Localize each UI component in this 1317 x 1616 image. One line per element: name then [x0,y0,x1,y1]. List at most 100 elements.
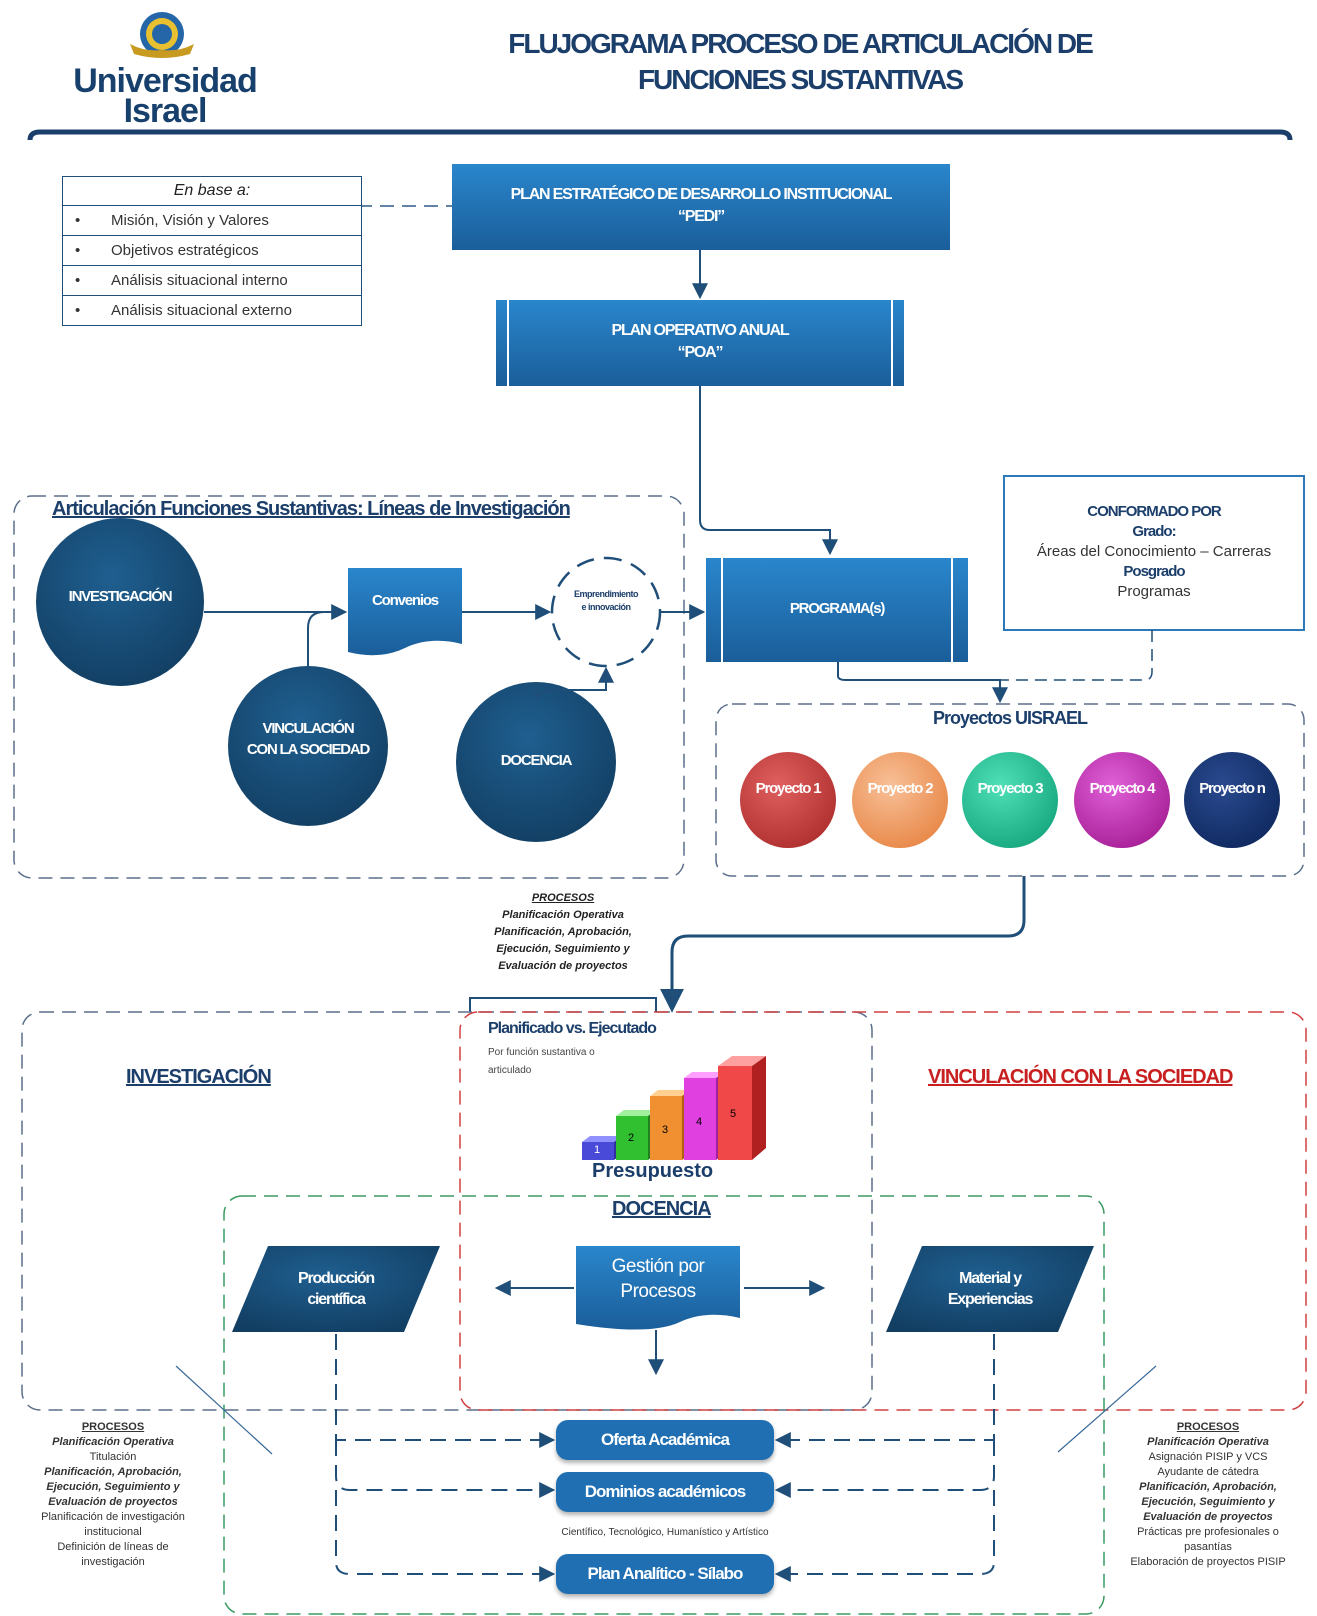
pedi-box[interactable] [452,164,950,250]
step-label-1: 1 [594,1144,601,1156]
base-item: •Análisis situacional externo [75,302,292,319]
procesos-right-l4: Planificación, Aprobación, [1139,1481,1277,1493]
gestion-shape[interactable] [576,1246,740,1330]
conformado-grado: Grado: [1132,523,1176,540]
logo-line-2: Israel [123,92,208,130]
poa-label-2: “POA” [677,344,724,361]
proyecto-n-label: Proyecto n [1199,780,1266,797]
planificado-sub-1: Por función sustantiva o [488,1047,595,1058]
logo-line-1: Universidad [73,62,258,100]
proyecto-1-label: Proyecto 1 [755,780,822,797]
step-label-5: 5 [730,1108,737,1120]
conformado-grado-text: Áreas del Conocimiento – Carreras [1036,543,1272,560]
step-label-2: 2 [628,1132,635,1144]
plan-analitico-button[interactable]: Plan Analítico - Sílabo [556,1554,774,1594]
proyectos-container [715,703,1305,877]
material-label-2: Experiencias [947,1291,1034,1308]
base-item: •Misión, Visión y Valores [63,206,361,236]
procesos-right-l2: Asignación PISIP y VCS [1148,1451,1268,1463]
proyecto-4-label: Proyecto 4 [1089,780,1156,797]
vinculacion-section-title: VINCULACIÓN CON LA SOCIEDAD [928,1066,1233,1088]
proyecto-2-label: Proyecto 2 [867,780,934,797]
material-shape[interactable] [886,1246,1094,1332]
docencia-container [223,1195,1105,1615]
pedi-label-1: PLAN ESTRATÉGICO DE DESARROLLO INSTITUCI… [510,186,893,203]
procesos-center-l1: Planificación Operativa [502,909,624,921]
proyectos-title: Proyectos UISRAEL [932,708,1088,728]
docencia-circle[interactable] [456,682,616,842]
conformado-posgrado-text: Programas [1117,583,1191,600]
presupuesto-chart [582,1056,766,1160]
procesos-left-l5: Evaluación de proyectos [48,1496,178,1508]
investigacion-container [21,1011,873,1411]
docencia-section-title: DOCENCIA [612,1198,712,1220]
gestion-label-2: Procesos [620,1281,696,1302]
procesos-center-title: PROCESOS [531,892,595,904]
procesos-center-l4: Evaluación de proyectos [498,960,628,972]
procesos-left-l7: institucional [84,1526,142,1538]
procesos-left-l9: investigación [81,1556,145,1568]
produccion-label-1: Producción [297,1270,375,1287]
planificado-title: Planificado vs. Ejecutado [488,1020,657,1037]
proyecto-4-circle[interactable] [1074,752,1170,848]
gestion-label-1: Gestión por [611,1256,705,1277]
investigacion-label: INVESTIGACIÓN [68,588,173,605]
articulacion-container [13,495,685,879]
poa-label-1: PLAN OPERATIVO ANUAL [611,322,790,339]
proyecto-2-circle[interactable] [852,752,948,848]
produccion-label-2: científica [307,1291,366,1308]
base-box: En base a: •Misión, Visión y Valores •Ob… [62,176,362,326]
procesos-center-l3: Ejecución, Seguimiento y [496,943,630,955]
material-label-1: Material y [959,1270,1022,1287]
planificado-sub-2: articulado [488,1065,532,1076]
poa-box[interactable] [496,300,904,386]
conformado-title: CONFORMADO POR [1087,503,1222,520]
procesos-left-l1: Planificación Operativa [52,1436,174,1448]
procesos-left-l6: Planificación de investigación [41,1511,185,1523]
step-label-4: 4 [696,1116,703,1128]
procesos-right-l6: Evaluación de proyectos [1143,1511,1273,1523]
vinculacion-container [459,1011,1307,1411]
procesos-left-l2: Titulación [89,1451,137,1463]
convenios-shape[interactable] [348,568,462,656]
articulacion-title: Articulación Funciones Sustantivas: Líne… [52,498,571,520]
procesos-left-title: PROCESOS [81,1421,145,1433]
procesos-right-l3: Ayudante de cátedra [1157,1466,1259,1478]
procesos-left-l3: Planificación, Aprobación, [44,1466,182,1478]
base-header: En base a: [63,177,361,206]
programa-box[interactable] [706,558,968,662]
dominios-subtitle: Científico, Tecnológico, Humanístico y A… [561,1527,769,1538]
procesos-right-l8: pasantías [1184,1541,1232,1553]
procesos-left-l4: Ejecución, Seguimiento y [46,1481,180,1493]
investigacion-circle[interactable] [36,518,204,686]
procesos-center-l2: Planificación, Aprobación, [494,926,632,938]
proyecto-3-label: Proyecto 3 [977,780,1044,797]
docencia-label: DOCENCIA [500,752,573,769]
presupuesto-label: Presupuesto [592,1160,714,1182]
conformado-box [1003,475,1305,631]
oferta-academica-button[interactable]: Oferta Académica [556,1420,774,1460]
logo-emblem-icon [130,12,194,58]
vinculacion-circle[interactable] [228,666,388,826]
page-title-line-2: FUNCIONES SUSTANTIVAS [637,64,964,95]
investigacion-section-title: INVESTIGACIÓN [126,1066,272,1088]
programa-label: PROGRAMA(s) [789,600,886,617]
emprendimiento-label-2: e innovación [581,602,631,612]
procesos-right-l7: Prácticas pre profesionales o [1137,1526,1279,1538]
procesos-right-l1: Planificación Operativa [1147,1436,1269,1448]
page-title-line-1: FLUJOGRAMA PROCESO DE ARTICULACIÓN DE [508,28,1094,59]
base-item: •Objetivos estratégicos [63,236,361,266]
proyecto-1-circle[interactable] [740,752,836,848]
procesos-right-l5: Ejecución, Seguimiento y [1141,1496,1275,1508]
pedi-label-2: “PEDI” [677,208,725,225]
proyecto-3-circle[interactable] [962,752,1058,848]
emprendimiento-label-1: Emprendimiento [573,589,639,599]
proyecto-n-circle[interactable] [1184,752,1280,848]
dominios-academicos-button[interactable]: Dominios académicos [556,1472,774,1512]
procesos-left-l8: Definición de líneas de [57,1541,169,1553]
vinculacion-label-1: VINCULACIÓN [262,720,355,737]
step-label-3: 3 [662,1124,669,1136]
produccion-shape[interactable] [232,1246,440,1332]
procesos-right-l9: Elaboración de proyectos PISIP [1130,1556,1286,1568]
